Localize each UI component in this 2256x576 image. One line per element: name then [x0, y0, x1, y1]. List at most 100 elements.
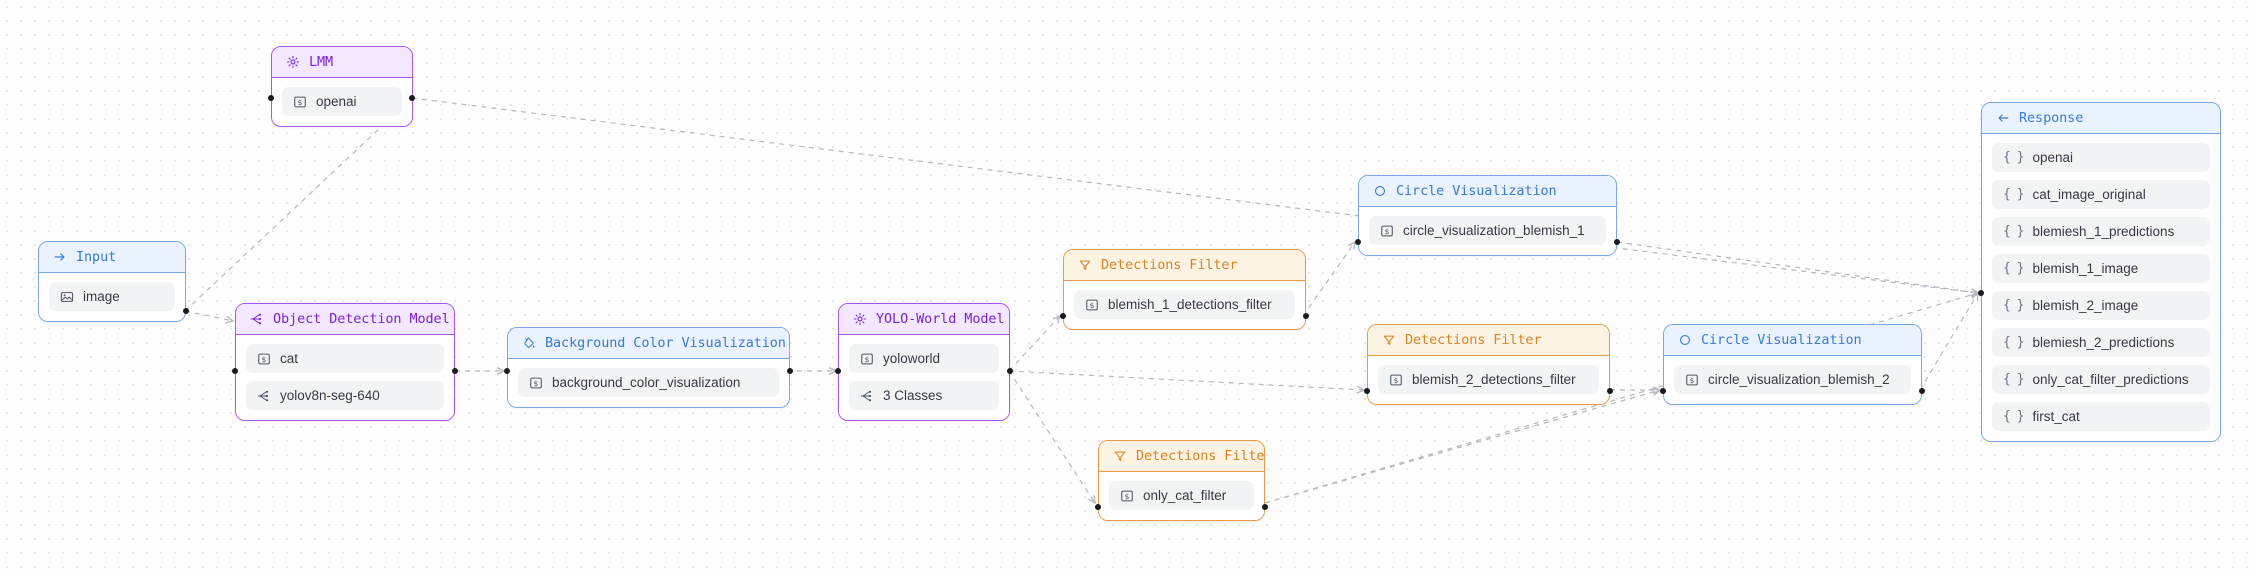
arrow-right-icon	[52, 250, 67, 265]
field-output-name[interactable]: $ circle_visualization_blemish_1	[1369, 216, 1606, 245]
field-classes[interactable]: 3 Classes	[849, 381, 999, 410]
port-cv2-in[interactable]	[1660, 388, 1666, 394]
node-lmm-header: LMM	[272, 47, 412, 78]
port-odm-out[interactable]	[452, 368, 458, 374]
port-cv1-in[interactable]	[1355, 239, 1361, 245]
node-response[interactable]: Response { } openai { }cat_image_original…	[1981, 102, 2221, 442]
node-detections-filter-3-body: $ only_cat_filter	[1099, 472, 1264, 520]
port-df2-out[interactable]	[1607, 388, 1613, 394]
node-detections-filter-1-body: $ blemish_1_detections_filter	[1064, 281, 1305, 329]
node-object-detection-model-body: $ cat yolov8n-seg-640	[236, 335, 454, 420]
port-df1-in[interactable]	[1060, 313, 1066, 319]
port-input-out[interactable]	[183, 308, 189, 314]
svg-text:$: $	[534, 378, 539, 387]
braces-icon: { }	[2003, 224, 2025, 239]
field-label: 3 Classes	[883, 388, 943, 403]
svg-text:$: $	[1394, 375, 1399, 384]
gear-icon	[852, 312, 867, 327]
field-openai[interactable]: $ openai	[282, 87, 402, 116]
node-input-title: Input	[76, 249, 117, 265]
node-detections-filter-1-title: Detections Filter	[1101, 257, 1238, 273]
svg-text:$: $	[298, 97, 303, 106]
dollar-box-icon: $	[1380, 224, 1394, 238]
response-output-row[interactable]: { }cat_image_original	[1992, 180, 2210, 209]
response-output-row[interactable]: { }first_cat	[1992, 402, 2210, 431]
svg-text:$: $	[1125, 491, 1130, 500]
dollar-box-icon: $	[860, 352, 874, 366]
response-output-row[interactable]: { }blemiesh_2_predictions	[1992, 328, 2210, 357]
port-cv2-out[interactable]	[1919, 388, 1925, 394]
node-response-outputs: { }openai { }cat_image_original { }blemi…	[1982, 134, 2220, 441]
port-odm-in[interactable]	[232, 368, 238, 374]
response-output-label: blemish_2_image	[2032, 298, 2139, 313]
field-image[interactable]: image	[49, 282, 175, 311]
port-df2-in[interactable]	[1364, 388, 1370, 394]
port-response-in[interactable]	[1978, 290, 1984, 296]
node-input-header: Input	[39, 242, 185, 273]
port-yolo-out[interactable]	[1007, 368, 1013, 374]
response-output-label: blemiesh_2_predictions	[2032, 335, 2175, 350]
node-circle-visualization-1-body: $ circle_visualization_blemish_1	[1359, 207, 1616, 255]
response-output-row[interactable]: { }blemiesh_1_predictions	[1992, 217, 2210, 246]
braces-icon: { }	[2003, 150, 2025, 165]
node-yolo-world-model-body: $ yoloworld 3 Classes	[839, 335, 1009, 420]
node-input[interactable]: Input image	[38, 241, 186, 322]
circle-icon	[1372, 184, 1387, 199]
node-detections-filter-1[interactable]: Detections Filter $ blemish_1_detections…	[1063, 249, 1306, 330]
node-background-color-visualization[interactable]: Background Color Visualization $ backgro…	[507, 327, 790, 408]
port-df1-out[interactable]	[1303, 313, 1309, 319]
node-lmm[interactable]: LMM $ openai	[271, 46, 413, 127]
svg-text:$: $	[1090, 300, 1095, 309]
node-detections-filter-3-title: Detections Filter	[1136, 448, 1265, 464]
field-output-name[interactable]: $ background_color_visualization	[518, 368, 779, 397]
node-detections-filter-3[interactable]: Detections Filter $ only_cat_filter	[1098, 440, 1265, 521]
response-output-row[interactable]: { }blemish_1_image	[1992, 254, 2210, 283]
model-graph-icon	[249, 312, 264, 327]
node-background-color-visualization-header: Background Color Visualization	[508, 328, 789, 359]
field-label: blemish_2_detections_filter	[1412, 372, 1576, 387]
response-output-row[interactable]: { } blemish_2_image	[1992, 291, 2210, 320]
node-circle-visualization-2-body: $ circle_visualization_blemish_2	[1664, 356, 1921, 404]
paint-bucket-icon	[521, 336, 536, 351]
node-yolo-world-model-header: YOLO-World Model	[839, 304, 1009, 335]
node-circle-visualization-2[interactable]: Circle Visualization $ circle_visualizat…	[1663, 324, 1922, 405]
field-label: circle_visualization_blemish_2	[1708, 372, 1890, 387]
port-cv1-out[interactable]	[1614, 239, 1620, 245]
model-graph-icon	[860, 389, 874, 403]
node-circle-visualization-1[interactable]: Circle Visualization $ circle_visualizat…	[1358, 175, 1617, 256]
port-df3-in[interactable]	[1095, 504, 1101, 510]
port-bcv-out[interactable]	[787, 368, 793, 374]
field-filter-name[interactable]: $ blemish_1_detections_filter	[1074, 290, 1295, 319]
braces-icon: { }	[2003, 298, 2025, 313]
field-label: circle_visualization_blemish_1	[1403, 223, 1585, 238]
model-graph-icon	[257, 389, 271, 403]
field-filter-name[interactable]: $ blemish_2_detections_filter	[1378, 365, 1599, 394]
port-df3-out[interactable]	[1262, 504, 1268, 510]
response-output-label: openai	[2032, 150, 2074, 165]
field-filter-name[interactable]: $ only_cat_filter	[1109, 481, 1254, 510]
field-label: background_color_visualization	[552, 375, 741, 390]
node-detections-filter-2[interactable]: Detections Filter $ blemish_2_detections…	[1367, 324, 1610, 405]
braces-icon: { }	[2003, 372, 2025, 387]
response-output-row[interactable]: { }only_cat_filter_predictions	[1992, 365, 2210, 394]
port-lmm-out[interactable]	[409, 95, 415, 101]
field-yoloworld[interactable]: $ yoloworld	[849, 344, 999, 373]
node-yolo-world-model[interactable]: YOLO-World Model $ yoloworld 3 Classes	[838, 303, 1010, 421]
port-yolo-in[interactable]	[835, 368, 841, 374]
node-detections-filter-2-header: Detections Filter	[1368, 325, 1609, 356]
dollar-box-icon: $	[1389, 373, 1403, 387]
field-output-name[interactable]: $ circle_visualization_blemish_2	[1674, 365, 1911, 394]
svg-text:$: $	[1690, 375, 1695, 384]
node-lmm-title: LMM	[309, 54, 334, 70]
dollar-box-icon: $	[1120, 489, 1134, 503]
port-lmm-in[interactable]	[268, 95, 274, 101]
node-object-detection-model[interactable]: Object Detection Model $ cat yolov8n-seg…	[235, 303, 455, 421]
response-output-label: blemish_1_image	[2032, 261, 2139, 276]
node-yolo-world-model-title: YOLO-World Model	[876, 311, 1005, 327]
field-cat[interactable]: $ cat	[246, 344, 444, 373]
node-response-title: Response	[2019, 110, 2084, 126]
field-model-id[interactable]: yolov8n-seg-640	[246, 381, 444, 410]
port-bcv-in[interactable]	[504, 368, 510, 374]
response-output-row[interactable]: { } openai	[1992, 143, 2210, 172]
